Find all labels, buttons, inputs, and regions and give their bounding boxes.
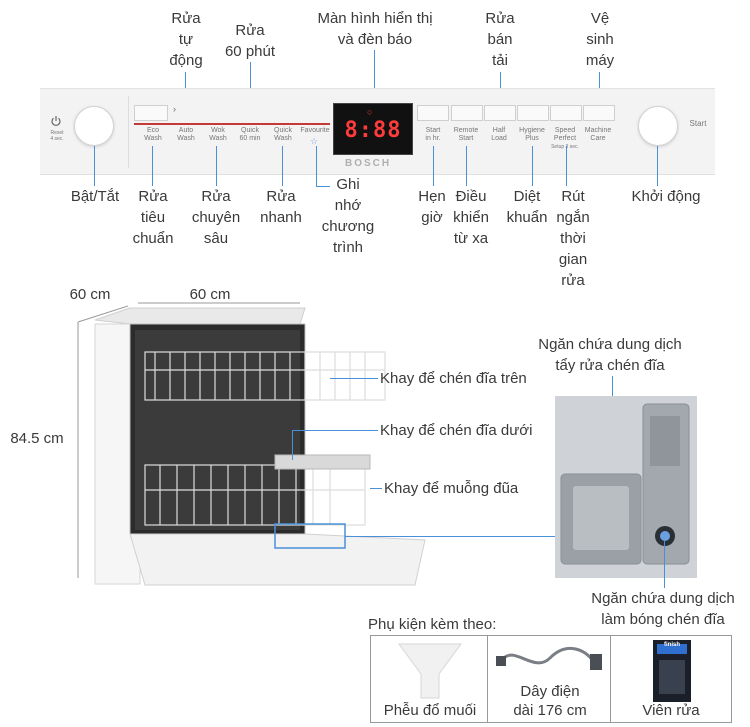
speed-setup-text: Setup 3 sec. [551,144,579,150]
star-icon: ☆ [310,136,319,146]
power-button[interactable] [74,106,114,146]
start-button[interactable] [638,106,678,146]
leader-quick [282,146,283,186]
accessory-cable-label: Dây điện dài 176 cm [513,683,587,719]
leader-display [374,50,375,103]
btn-wok-wash[interactable]: Wok Wash [209,127,227,142]
leader-cutlery [370,488,382,489]
leader-power [94,146,95,186]
accessories-title: Phụ kiện kèm theo: [368,616,497,633]
dispenser-image [555,396,697,578]
leader-eco [152,146,153,186]
speed-key[interactable] [550,105,582,121]
display-screen: ○ 8:88 [333,103,413,155]
leader-lower-rack-v [292,430,293,460]
leader-hygiene [532,146,533,186]
btn-half-load[interactable]: Half Load [491,127,507,142]
label-start: Khởi động [631,188,701,205]
dim-height: 84.5 cm [10,430,64,447]
label-upper-rack: Khay để chén đĩa trên [380,370,527,387]
btn-machine-care[interactable]: Machine Care [584,127,612,142]
label-remote: Điều khiển từ xa [453,188,489,247]
tablet-pack-image [653,640,691,702]
accessory-cable: Dây điện dài 176 cm [487,635,613,723]
funnel-image [398,643,462,699]
label-lower-rack: Khay để chén đĩa dưới [380,422,533,439]
label-hygiene: Diệt khuẩn [506,188,548,226]
leader-speed [566,146,567,186]
reset-text: Reset 4 sec. [50,130,64,142]
label-eco: Rửa tiêu chuẩn [132,188,174,247]
half-load-key[interactable] [484,105,516,121]
cable-image [496,647,602,670]
leader-favourite-h [316,186,330,187]
leader-remote [466,146,467,186]
leader-upper-rack [330,378,378,379]
label-wash-60: Rửa 60 phút [224,22,276,60]
label-display: Màn hình hiển thị và đèn báo [317,10,433,48]
label-detergent: Ngăn chứa dung dịch tẩy rửa chén đĩa [538,336,682,374]
accessory-tablet: finish Viên rửa [610,635,732,723]
btn-favourite[interactable]: Favourite [300,127,330,134]
label-cutlery: Khay để muỗng đũa [384,480,519,497]
machine-care-key[interactable] [583,105,615,121]
leader-favourite [316,146,317,186]
leader-wash-60 [250,62,251,112]
btn-quick-60[interactable]: Quick 60 min [239,127,261,142]
leader-start [657,146,658,186]
btn-speed-perfect[interactable]: Speed Perfect [553,127,577,142]
leader-rinse [664,540,665,588]
leader-detergent [345,536,555,537]
dim-width: 60 cm [189,286,231,303]
btn-auto-wash[interactable]: Auto Wash [177,127,195,142]
tablet-brand-text: finish [664,642,680,648]
program-key-group [128,96,329,168]
label-machine-care: Vệ sinh máy [585,10,615,69]
start-text: Start [689,119,707,128]
leader-lower-rack [292,430,378,431]
label-speed: Rút ngắn thời gian rửa [556,188,590,289]
display-digits: 8:88 [344,118,402,143]
btn-quick-wash[interactable]: Quick Wash [274,127,292,142]
brand-logo: BOSCH [345,158,392,169]
start-in-key[interactable] [417,105,449,121]
label-rinse: Ngăn chứa dung dịch làm bóng chén đĩa [591,590,735,628]
dim-depth: 60 cm [69,286,111,303]
panel-red-line [134,123,330,125]
label-intensive: Rửa chuyên sâu [191,188,241,247]
label-half-load: Rửa bán tải [485,10,515,69]
chevron-right-icon: › [173,104,176,114]
accessory-funnel-label: Phễu đổ muối [383,702,477,719]
accessory-tablet-label: Viên rửa [642,702,700,719]
label-power: Bật/Tắt [70,188,120,205]
accessory-funnel: Phễu đổ muối [370,635,490,723]
label-timer: Hẹn giờ [418,188,446,226]
wifi-icon: ○ [367,107,373,117]
leader-intensive [216,146,217,186]
btn-eco-wash[interactable]: Eco Wash [144,127,162,142]
btn-hygiene[interactable]: Hygiene Plus [519,127,545,142]
label-favourite: Ghi nhớ chương trình [321,176,375,256]
eco-key[interactable] [134,105,168,121]
leader-timer [433,146,434,186]
label-quick: Rửa nhanh [260,188,302,226]
btn-remote-start[interactable]: Remote Start [453,127,479,142]
remote-key[interactable] [451,105,483,121]
btn-start-in[interactable]: Start in hr. [425,127,441,142]
power-icon[interactable] [50,114,62,126]
hygiene-key[interactable] [517,105,549,121]
label-auto-wash: Rửa tự động [169,10,203,69]
dishwasher-illustration [94,307,426,586]
